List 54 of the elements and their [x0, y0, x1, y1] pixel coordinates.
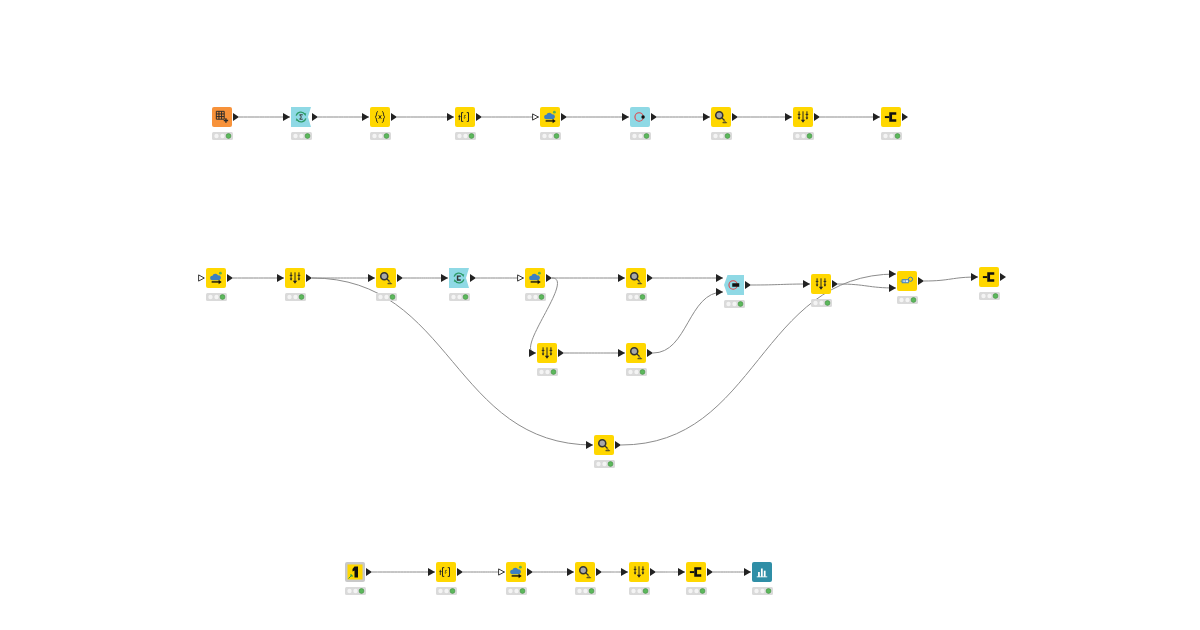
connector [737, 113, 793, 121]
workflow-node [436, 562, 463, 582]
workflow-node [979, 267, 1006, 287]
connector [566, 113, 630, 121]
workflow-node [455, 107, 482, 127]
connector [655, 568, 686, 576]
connector [402, 274, 449, 282]
connector [656, 113, 711, 121]
connector [528, 277, 558, 355]
connector [652, 274, 724, 282]
workflow-node [881, 107, 908, 127]
workflow-node [897, 271, 924, 291]
workflow-node [525, 268, 552, 288]
connector [620, 270, 897, 446]
workflow-node [594, 435, 621, 455]
workflow-node [537, 343, 564, 363]
connector [371, 568, 436, 576]
workflow-node [206, 268, 233, 288]
workflow-node [370, 107, 397, 127]
workflow-node [540, 107, 567, 127]
workflow-node [711, 107, 738, 127]
workflow-node [376, 268, 403, 288]
connector [481, 113, 540, 121]
connector [652, 289, 724, 354]
connector [232, 274, 285, 282]
connector [532, 568, 575, 576]
connector [238, 113, 291, 121]
workflow-node [724, 275, 751, 295]
workflow-node [291, 107, 318, 127]
connector [311, 277, 594, 449]
connector [396, 113, 455, 121]
workflow-node [285, 268, 312, 288]
workflow-node [629, 562, 656, 582]
connector [837, 283, 897, 292]
connector [750, 280, 811, 288]
connector [819, 113, 881, 121]
workflow-node [686, 562, 713, 582]
workflow-node [793, 107, 820, 127]
connector [317, 113, 370, 121]
workflow-node [626, 343, 653, 363]
connector [563, 349, 626, 357]
workflow-node [506, 562, 533, 582]
workflow-node [212, 107, 239, 127]
workflow-node [449, 268, 476, 288]
workflow-node [575, 562, 602, 582]
connector [462, 568, 506, 576]
workflow-node [345, 562, 372, 582]
connector [475, 274, 525, 282]
connector [601, 568, 629, 576]
connector [712, 568, 752, 576]
connector [923, 273, 979, 282]
workflow-node [811, 274, 838, 294]
workflow-node [630, 107, 657, 127]
workflow-node [626, 268, 653, 288]
